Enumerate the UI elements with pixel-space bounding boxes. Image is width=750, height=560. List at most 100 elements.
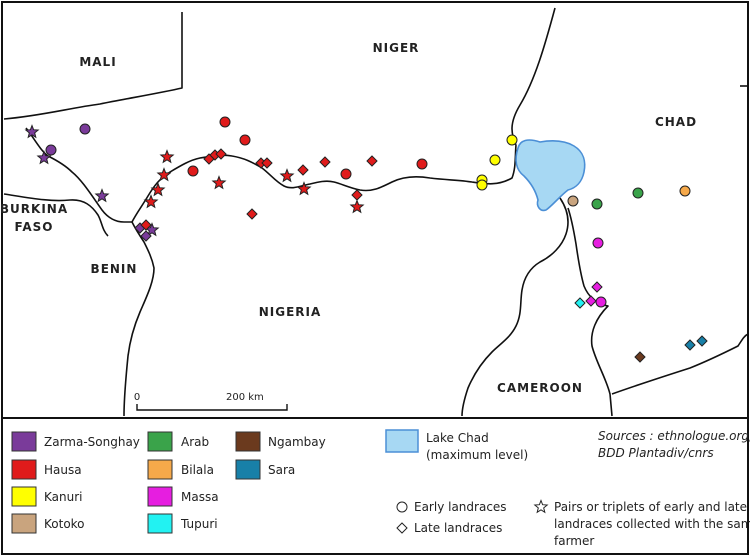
marker-sara-late (684, 339, 696, 351)
marker-hausa-early (416, 158, 428, 170)
marker-hausa-pair (279, 168, 295, 183)
legend-swatch-kanuri (11, 486, 37, 507)
legend-label-lake-level: (maximum level) (426, 448, 528, 462)
legend-label-pairs-3: farmer (554, 534, 594, 548)
country-label-cameroon: CAMEROON (497, 381, 583, 395)
legend-label-pairs-2: landraces collected with the same (554, 517, 750, 531)
legend-swatch-lake (385, 429, 419, 453)
marker-hausa-pair (156, 167, 172, 182)
legend-label-kotoko: Kotoko (44, 517, 85, 531)
legend-label-lake: Lake Chad (426, 431, 489, 445)
marker-hausa-late (246, 208, 258, 220)
marker-hausa-early (219, 116, 231, 128)
marker-hausa-early (239, 134, 251, 146)
country-label-chad: CHAD (655, 115, 697, 129)
marker-hausa-pair (211, 175, 227, 190)
country-label-mali: MALI (79, 55, 116, 69)
marker-zarma-early (79, 123, 91, 135)
country-label-nigeria: NIGERIA (259, 305, 322, 319)
legend-swatch-sara (235, 459, 261, 480)
legend-label-ngambay: Ngambay (268, 435, 326, 449)
marker-zarma-pair (24, 124, 40, 139)
legend-symbol-star (533, 499, 549, 514)
legend-swatch-bilala (147, 459, 173, 480)
legend-swatch-tupuri (147, 513, 173, 534)
marker-hausa-late (261, 157, 273, 169)
legend-label-massa: Massa (181, 490, 219, 504)
legend-swatch-ngambay (235, 431, 261, 452)
marker-hausa-pair (349, 199, 365, 214)
scale-distance-label: 200 km (226, 392, 264, 403)
legend-label-pairs-1: Pairs or triplets of early and late (554, 500, 747, 514)
border-chad-car (611, 333, 749, 395)
legend-ethnic-groups: Zarma-Songhay Hausa Kanuri Kotoko Arab B… (11, 431, 326, 534)
legend-swatch-zarma (11, 431, 37, 452)
marker-hausa-late (366, 155, 378, 167)
marker-massa-late (585, 295, 597, 307)
legend-label-sara: Sara (268, 463, 295, 477)
marker-zarma-pair (94, 188, 110, 203)
legend-swatch-arab (147, 431, 173, 452)
legend-label-bilala: Bilala (181, 463, 214, 477)
legend-swatch-hausa (11, 459, 37, 480)
marker-hausa-late (319, 156, 331, 168)
lake-chad (515, 139, 586, 212)
marker-kanuri-early (489, 154, 501, 166)
legend: Zarma-Songhay Hausa Kanuri Kotoko Arab B… (11, 429, 750, 548)
marker-hausa-early (187, 165, 199, 177)
marker-sara-late (696, 335, 708, 347)
border-mali-niger (3, 12, 183, 120)
marker-massa-early (595, 296, 607, 308)
marker-massa-early (592, 237, 604, 249)
country-label-benin: BENIN (91, 262, 138, 276)
marker-arab-early (632, 187, 644, 199)
marker-hausa-pair (159, 149, 175, 164)
legend-symbol-diamond (396, 522, 408, 534)
marker-kanuri-early (476, 179, 488, 191)
legend-label-late: Late landraces (414, 521, 502, 535)
landrace-markers (24, 116, 708, 363)
scale-zero-label: 0 (134, 392, 140, 403)
scale-bar-line (136, 404, 288, 411)
marker-zarma-pair (36, 150, 52, 165)
border-benin-nigeria (123, 221, 155, 417)
marker-kotoko-early (567, 195, 579, 207)
legend-symbol-circle (396, 501, 408, 513)
marker-hausa-early (340, 168, 352, 180)
legend-label-early: Early landraces (414, 500, 507, 514)
sources-line-1: Sources : ethnologue.org, (598, 429, 750, 443)
legend-swatch-massa (147, 486, 173, 507)
legend-label-zarma: Zarma-Songhay (44, 435, 140, 449)
scale-bar: 0 200 km (134, 392, 288, 411)
legend-label-hausa: Hausa (44, 463, 82, 477)
border-niger-chad (511, 7, 556, 146)
border-niger-nigeria (25, 127, 517, 223)
marker-hausa-pair (150, 182, 166, 197)
marker-bilala-early (679, 185, 691, 197)
marker-zarma-late (140, 230, 152, 242)
country-label-burkina: BURKINA (0, 202, 68, 216)
marker-arab-early (591, 198, 603, 210)
marker-hausa-late (297, 164, 309, 176)
marker-hausa-late (351, 189, 363, 201)
sources-line-2: BDD Plantadiv/cnrs (598, 446, 714, 460)
marker-tupuri-late (574, 297, 586, 309)
border-burkina-benin (3, 193, 109, 237)
legend-label-tupuri: Tupuri (180, 517, 218, 531)
legend-label-kanuri: Kanuri (44, 490, 83, 504)
legend-label-arab: Arab (181, 435, 209, 449)
border-nigeria-cameroon (461, 197, 569, 417)
marker-hausa-pair (143, 194, 159, 209)
marker-ngambay-late (634, 351, 646, 363)
marker-hausa-late (215, 148, 227, 160)
legend-swatch-kotoko (11, 513, 37, 534)
marker-hausa-pair (296, 181, 312, 196)
marker-kanuri-early (506, 134, 518, 146)
country-label-faso: FASO (15, 220, 54, 234)
marker-hausa-late (140, 219, 152, 231)
marker-massa-late (591, 281, 603, 293)
marker-zarma-early (45, 144, 57, 156)
